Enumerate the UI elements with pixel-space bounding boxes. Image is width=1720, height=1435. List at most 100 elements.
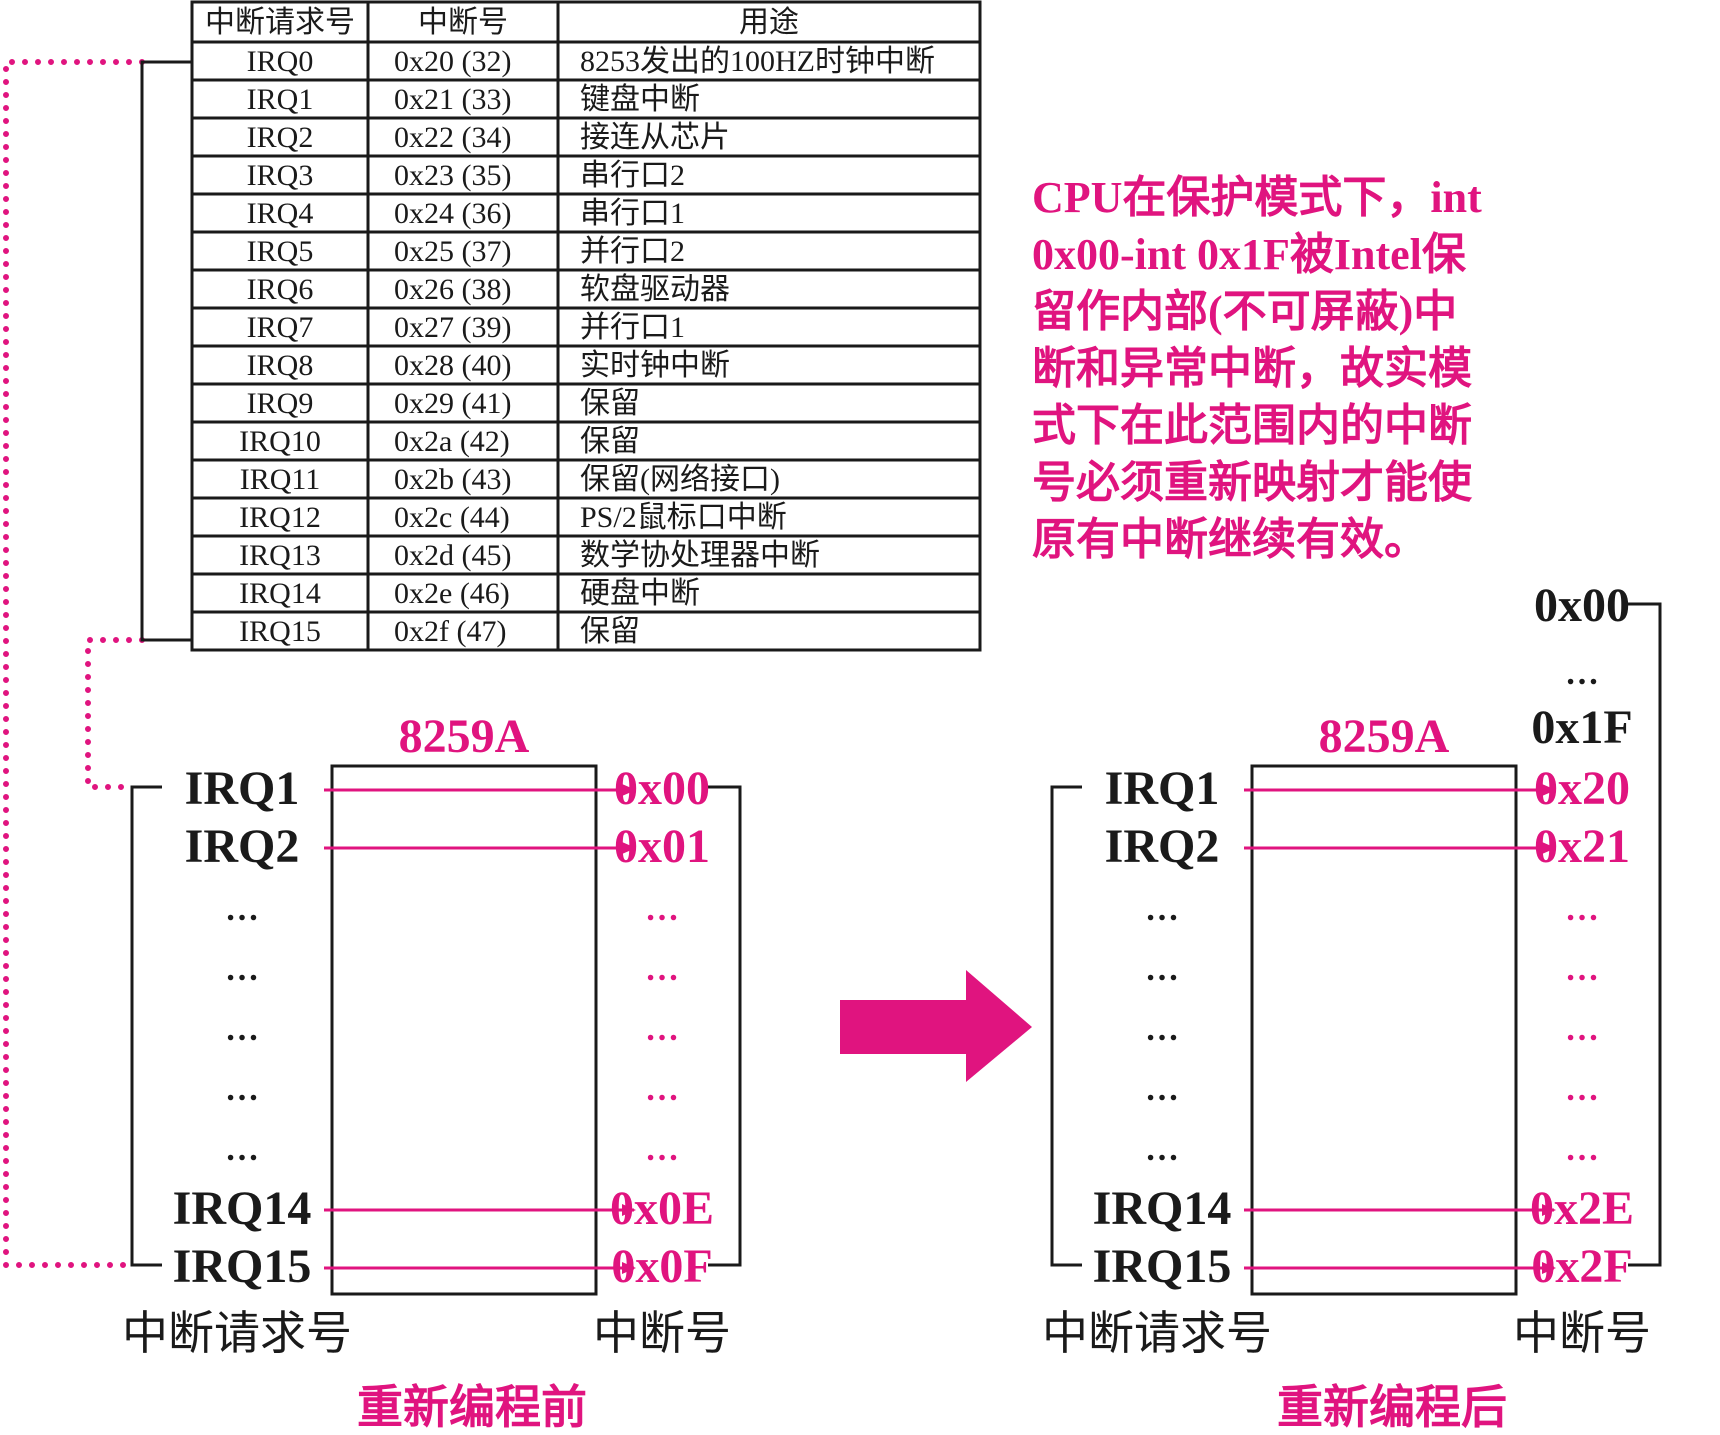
irq-ellipsis: … [225,1011,259,1048]
note-line: CPU在保护模式下，int [1032,173,1482,222]
table-cell-irq: IRQ7 [247,311,314,344]
interrupt-vector-label: 0x2F [1531,1240,1632,1293]
reserved-vector-start: 0x00 [1534,579,1630,632]
panel-caption: 重新编程前 [357,1382,587,1433]
table-cell-vector: 0x2d (45) [394,539,511,572]
chip-8259a-box [1250,764,1518,1296]
table-cell-vector: 0x29 (41) [394,387,511,420]
table-cell-irq: IRQ8 [247,349,314,382]
table-cell-vector: 0x2a (42) [394,425,510,458]
irq-input-label: IRQ14 [173,1182,312,1235]
interrupt-vector-label: 0x20 [1534,762,1630,815]
table-cell-purpose: 硬盘中断 [580,577,700,610]
table-row: IRQ10 0x2a (42) 保留 [239,425,640,458]
vector-ellipsis: … [1565,1011,1599,1048]
table-row: IRQ5 0x25 (37) 并行口2 [247,235,685,268]
irq-input-bracket [130,785,162,1267]
interrupt-vector-label: 0x0E [610,1182,714,1235]
table-cell-purpose: 并行口2 [580,235,685,268]
irq-ellipsis: … [1145,891,1179,928]
input-axis-label: 中断请求号 [1042,1308,1272,1359]
table-cell-irq: IRQ3 [247,159,314,192]
chip-label-8259a: 8259A [1319,710,1450,763]
table-cell-irq: IRQ11 [240,463,321,496]
table-cell-irq: IRQ5 [247,235,314,268]
vector-ellipsis: … [645,1131,679,1168]
table-header-purpose: 用途 [739,6,799,39]
table-cell-vector: 0x2e (46) [394,577,510,610]
note-line: 原有中断继续有效。 [1032,515,1428,564]
irq-ellipsis: … [225,1071,259,1108]
interrupt-vector-label: 0x2E [1530,1182,1634,1235]
chip-label-8259a: 8259A [399,710,530,763]
note-line: 号必须重新映射才能使 [1032,458,1473,507]
vector-output-bracket [1628,602,1662,1267]
table-cell-irq: IRQ1 [247,83,314,116]
table-cell-purpose: 串行口1 [580,197,685,230]
table-cell-irq: IRQ4 [247,197,314,230]
vector-ellipsis: … [1565,891,1599,928]
dotted-connectors [3,59,145,1268]
table-cell-vector: 0x22 (34) [394,121,511,154]
output-axis-label: 中断号 [1513,1308,1651,1359]
table-cell-purpose: 保留 [580,425,640,458]
irq-input-label: IRQ2 [185,820,300,873]
irq-ellipsis: … [225,951,259,988]
irq-input-label: IRQ14 [1093,1182,1232,1235]
table-cell-purpose: 保留 [580,615,640,648]
reserved-vector-ellipsis: … [1565,655,1599,692]
table-cell-vector: 0x27 (39) [394,311,511,344]
table-cell-vector: 0x21 (33) [394,83,511,116]
remap-transition-arrow [840,970,1032,1082]
table-cell-purpose: 保留 [580,387,640,420]
irq-input-label: IRQ2 [1105,820,1220,873]
vector-ellipsis: … [645,891,679,928]
table-cell-vector: 0x2b (43) [394,463,511,496]
vector-ellipsis: … [645,1071,679,1108]
table-cell-vector: 0x25 (37) [394,235,511,268]
table-cell-irq: IRQ2 [247,121,314,154]
dotted-line-irq15-to-irq1 [85,637,145,790]
table-cell-irq: IRQ15 [239,615,321,648]
vector-ellipsis: … [1565,1131,1599,1168]
table-cell-purpose: PS/2鼠标口中断 [580,501,787,534]
table-cell-purpose: 软盘驱动器 [580,273,730,306]
irq-input-label: IRQ1 [185,762,300,815]
table-cell-purpose: 保留(网络接口) [580,463,780,496]
irq-ellipsis: … [225,891,259,928]
chip-8259a-box [330,764,598,1296]
interrupt-vector-label: 0x0F [611,1240,712,1293]
dotted-line-irq0-to-irq15 [3,59,145,1268]
table-cell-vector: 0x20 (32) [394,45,511,78]
vector-ellipsis: … [1565,951,1599,988]
irq-ellipsis: … [1145,1071,1179,1108]
reserved-vector-end: 0x1F [1531,701,1632,754]
input-axis-label: 中断请求号 [122,1308,352,1359]
irq-input-bracket [1050,785,1082,1267]
table-cell-vector: 0x2f (47) [394,615,506,648]
table-cell-irq: IRQ10 [239,425,321,458]
interrupt-vector-label: 0x00 [614,762,710,815]
table-cell-purpose: 并行口1 [580,311,685,344]
note-line: 式下在此范围内的中断 [1032,401,1472,450]
table-bracket [140,60,192,642]
irq-ellipsis: … [1145,1131,1179,1168]
note-line: 留作内部(不可屏蔽)中 [1032,287,1457,336]
vector-ellipsis: … [645,1011,679,1048]
table-cell-purpose: 串行口2 [580,159,685,192]
output-axis-label: 中断号 [593,1308,731,1359]
